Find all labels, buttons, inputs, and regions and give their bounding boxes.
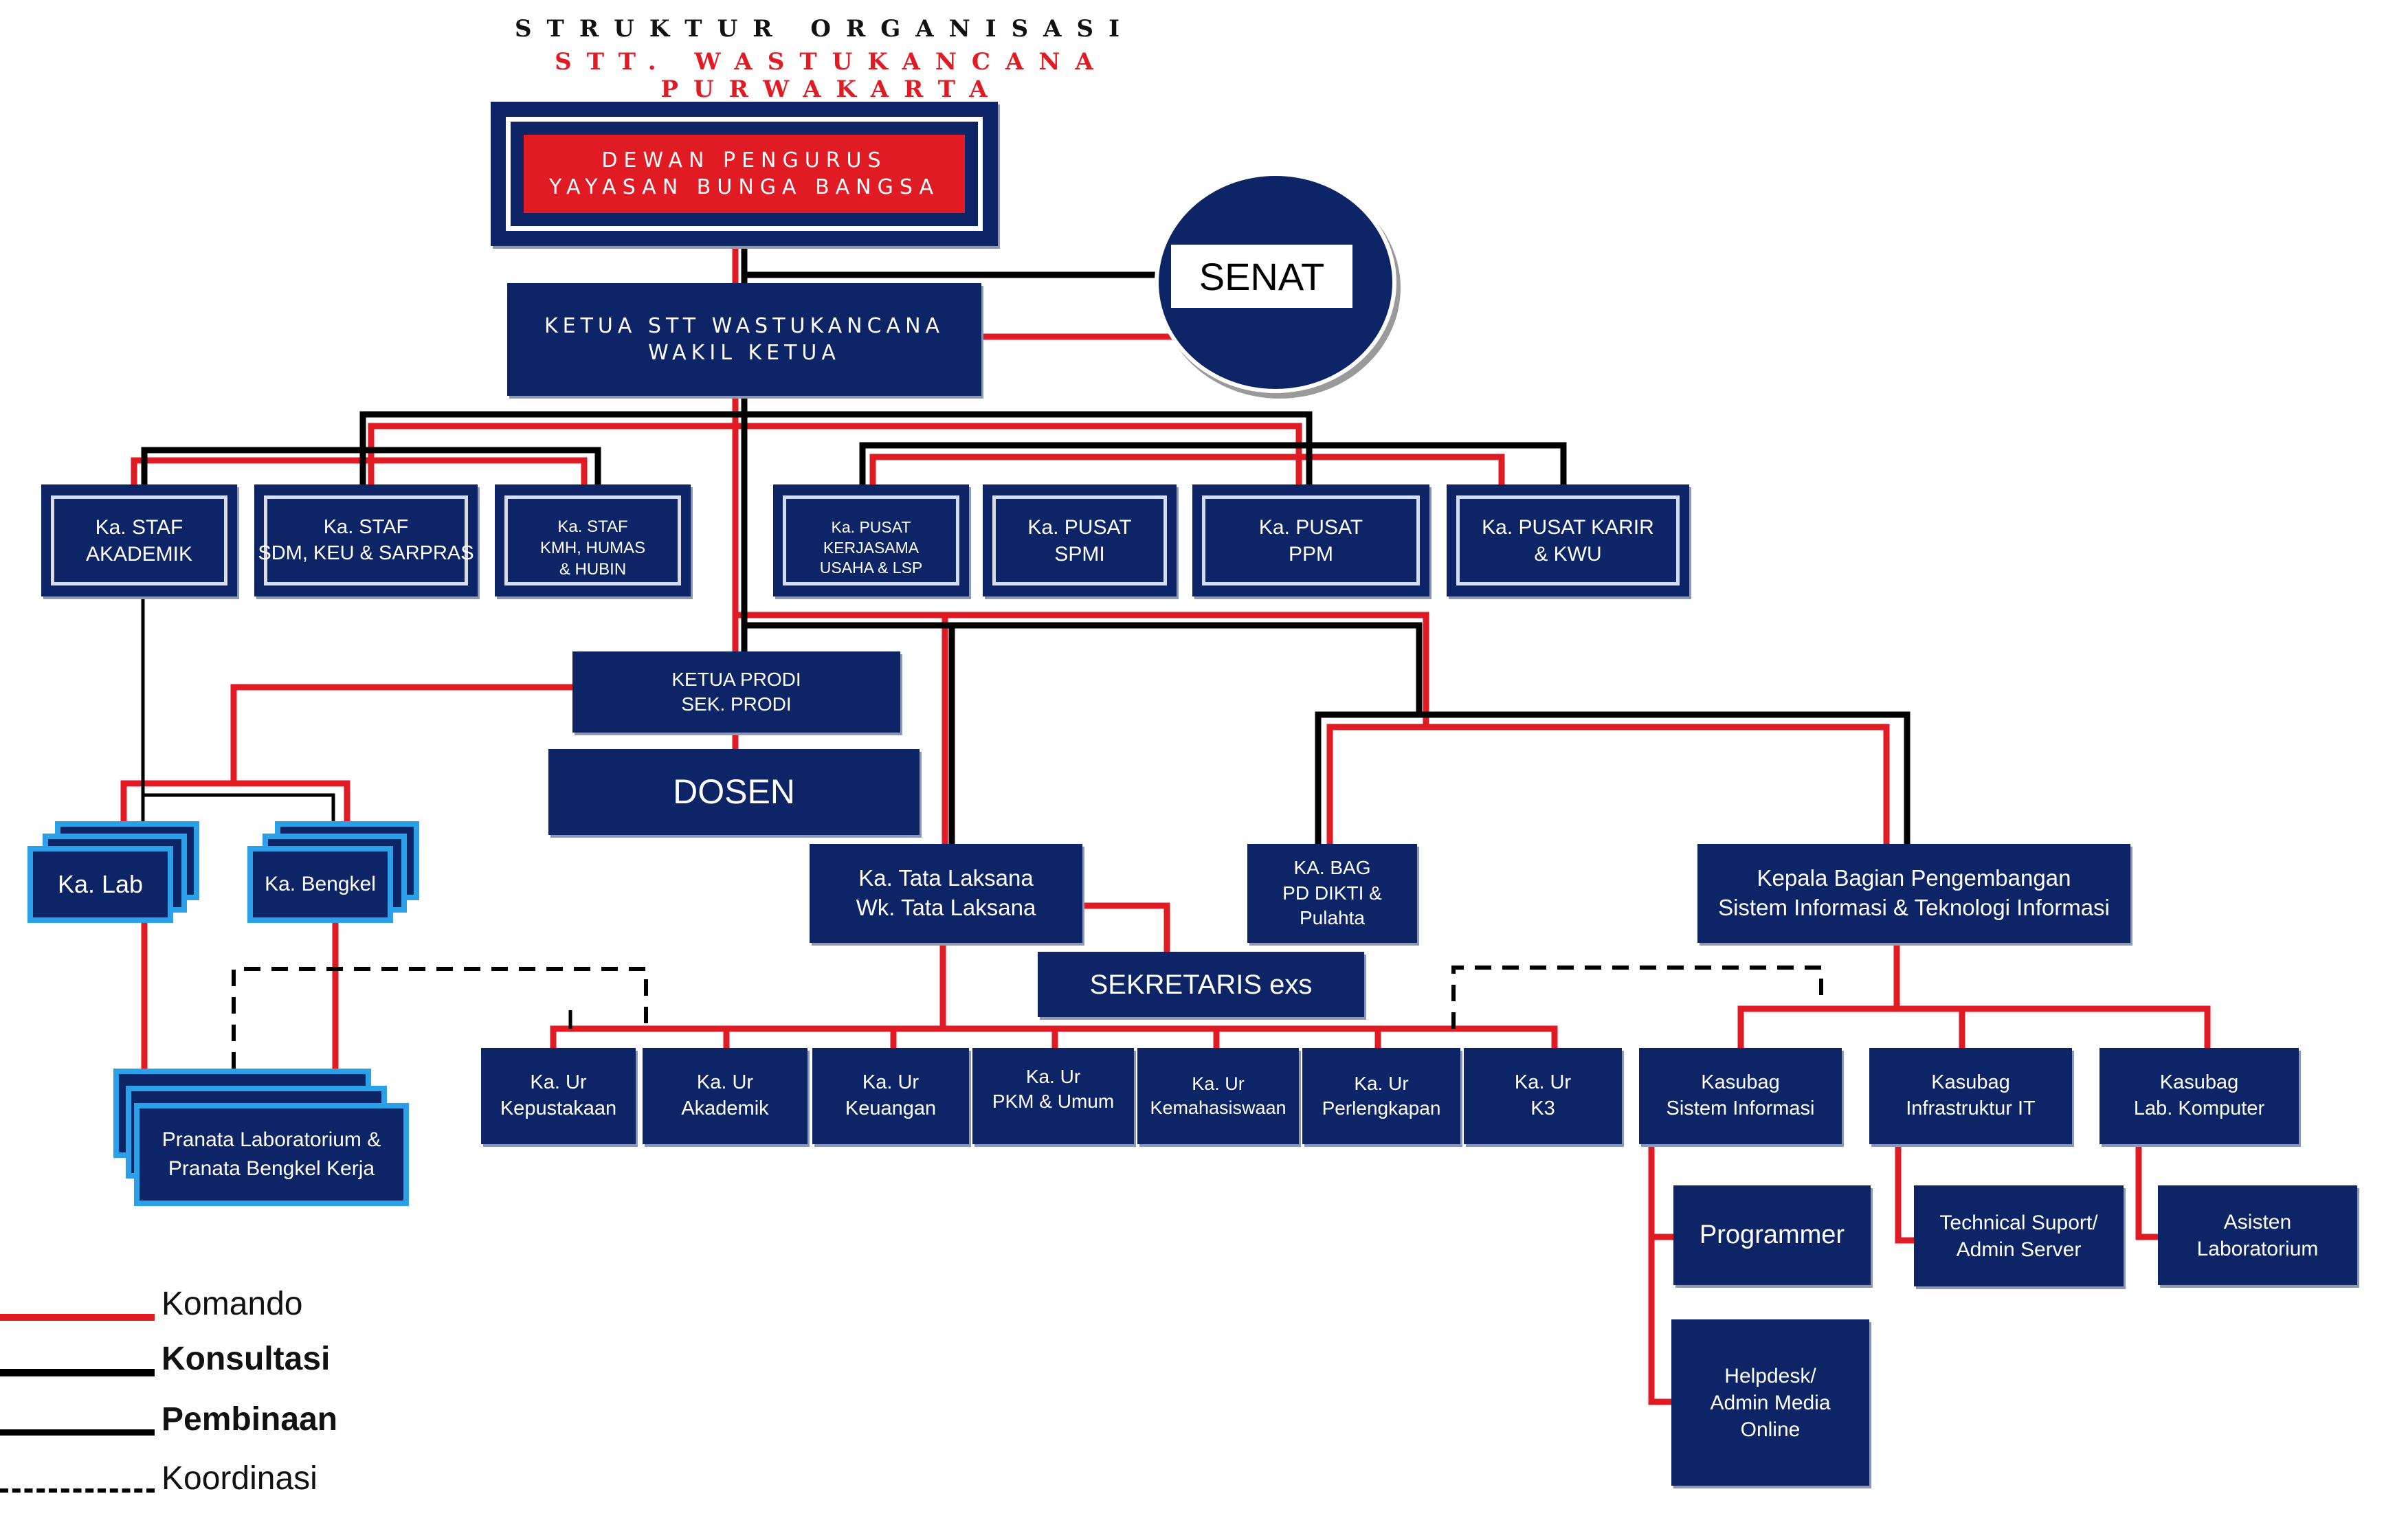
legend-item-komando: Komando [0, 1278, 385, 1333]
node-ka-ur-kepustakaan: Ka. Ur Kepustakaan [481, 1048, 636, 1144]
node-label: Ka. STAF AKADEMIK [85, 515, 193, 566]
node-label: Ka. Ur PKM & Umum [992, 1065, 1115, 1112]
legend-label: Komando [161, 1286, 303, 1322]
legend-label: Koordinasi [161, 1460, 318, 1497]
node-ka-ur-keuangan: Ka. Ur Keuangan [812, 1048, 969, 1144]
node-label: Ka. PUSAT PPM [1258, 515, 1363, 566]
node-label: Helpdesk/ Admin Media Online [1710, 1364, 1831, 1441]
node-ka-bengkel: Ka. Bengkel [247, 821, 419, 924]
node-label: Kasubag Lab. Komputer [2133, 1071, 2265, 1119]
node-ketua: KETUA STT WASTUKANCANA WAKIL KETUA [507, 283, 981, 396]
node-label: Technical Suport/ Admin Server [1939, 1211, 2098, 1261]
node-label: Ka. PUSAT SPMI [1027, 515, 1132, 566]
node-label: Ka. Ur K3 [1514, 1071, 1572, 1119]
legend-swatch-komando [0, 1314, 155, 1321]
node-label: Ka. STAF SDM, KEU & SARPRAS [258, 515, 474, 564]
node-ka-ur-pkm: Ka. Ur PKM & Umum [972, 1048, 1134, 1144]
node-label: KETUA STT WASTUKANCANA WAKIL KETUA [544, 314, 945, 365]
node-programmer: Programmer [1673, 1185, 1871, 1285]
node-ka-ur-k3: Ka. Ur K3 [1464, 1048, 1622, 1144]
node-tata-laksana: Ka. Tata Laksana Wk. Tata Laksana [810, 844, 1082, 943]
node-label: Ka. Ur Perlengkapan [1322, 1072, 1441, 1119]
node-pranata: Pranata Laboratorium & Pranata Bengkel K… [113, 1069, 409, 1206]
node-label: Ka. Ur Akademik [681, 1071, 769, 1119]
legend-swatch-konsultasi [0, 1369, 155, 1376]
node-label: DOSEN [673, 772, 795, 811]
legend-swatch-pembinaan [0, 1429, 155, 1436]
node-label: Ka. Bengkel [265, 873, 376, 895]
pembinaan-lines [141, 596, 572, 1029]
node-label: Ka. Ur Kepustakaan [500, 1071, 617, 1119]
node-ka-ur-perlengkapan: Ka. Ur Perlengkapan [1302, 1048, 1460, 1144]
node-label: Ka. Tata Laksana Wk. Tata Laksana [856, 865, 1036, 920]
node-pusat-kerjasama: Ka. PUSAT KERJASAMA USAHA & LSP [773, 484, 969, 596]
legend-item-konsultasi: Konsultasi [0, 1336, 385, 1391]
node-kasubag-sistem-informasi: Kasubag Sistem Informasi [1639, 1048, 1842, 1144]
node-kasubag-lab-komputer: Kasubag Lab. Komputer [2099, 1048, 2299, 1144]
node-label: Kepala Bagian Pengembangan Sistem Inform… [1718, 865, 2110, 920]
node-tech-support: Technical Suport/ Admin Server [1914, 1185, 2124, 1286]
node-ketua-prodi: KETUA PRODI SEK. PRODI [572, 651, 900, 733]
node-label: Ka. PUSAT KARIR & KWU [1482, 515, 1654, 566]
node-label: Ka. Ur Keuangan [845, 1071, 937, 1119]
node-label: Kasubag Infrastruktur IT [1906, 1071, 2036, 1119]
node-ka-bag-pddikti: KA. BAG PD DIKTI & Pulahta [1247, 844, 1417, 943]
node-ka-ur-kemahasiswaan: Ka. Ur Kemahasiswaan [1137, 1048, 1299, 1144]
node-label: DEWAN PENGURUS YAYASAN BUNGA BANGSA [548, 148, 939, 199]
node-label: KA. BAG PD DIKTI & Pulahta [1282, 857, 1382, 929]
komando-lines [120, 246, 2211, 1405]
node-label: Asisten Laboratorium [2196, 1210, 2319, 1260]
koordinasi-lines [232, 966, 1823, 1069]
node-label: Kasubag Sistem Informasi [1666, 1071, 1815, 1119]
node-pusat-ppm: Ka. PUSAT PPM [1192, 484, 1429, 596]
node-asisten-lab: Asisten Laboratorium [2158, 1185, 2357, 1285]
chart-subtitle: STT. WASTUKANCANA PURWAKARTA [555, 48, 1109, 103]
node-label: Pranata Laboratorium & Pranata Bengkel K… [161, 1128, 381, 1180]
node-pusat-karir: Ka. PUSAT KARIR & KWU [1447, 484, 1689, 596]
node-ka-ur-akademik: Ka. Ur Akademik [643, 1048, 807, 1144]
chart-title: STRUKTUR ORGANISASI [514, 15, 1135, 43]
node-senat: SENAT [1168, 242, 1355, 311]
node-dewan-pengurus: DEWAN PENGURUS YAYASAN BUNGA BANGSA [491, 102, 998, 246]
node-pusat-spmi: Ka. PUSAT SPMI [983, 484, 1177, 596]
node-sekretaris: SEKRETARIS exs [1038, 952, 1364, 1017]
node-label: SENAT [1199, 254, 1325, 298]
node-kabag-sisti: Kepala Bagian Pengembangan Sistem Inform… [1697, 844, 2130, 943]
node-kasubag-infrastruktur: Kasubag Infrastruktur IT [1869, 1048, 2072, 1144]
konsultasi-lines [141, 246, 1911, 844]
node-helpdesk: Helpdesk/ Admin Media Online [1671, 1319, 1869, 1486]
legend-swatch-koordinasi [0, 1488, 155, 1493]
node-staf-akademik: Ka. STAF AKADEMIK [41, 484, 237, 596]
node-staf-kmh: Ka. STAF KMH, HUMAS & HUBIN [495, 484, 691, 596]
node-dosen: DOSEN [548, 749, 920, 835]
node-label: Ka. PUSAT KERJASAMA USAHA & LSP [819, 517, 923, 577]
node-label: KETUA PRODI SEK. PRODI [671, 668, 801, 715]
node-ka-lab: Ka. Lab [27, 821, 199, 924]
legend-item-koordinasi: Koordinasi [0, 1455, 385, 1510]
node-label: Programmer [1699, 1220, 1845, 1249]
legend-item-pembinaan: Pembinaan [0, 1396, 385, 1451]
node-label: Ka. STAF KMH, HUMAS & HUBIN [539, 517, 646, 579]
legend-label: Pembinaan [161, 1401, 338, 1438]
node-label: Ka. Ur Kemahasiswaan [1150, 1073, 1286, 1118]
node-staf-sdm: Ka. STAF SDM, KEU & SARPRAS [254, 484, 478, 596]
node-label: Ka. Lab [57, 870, 144, 898]
legend-label: Konsultasi [161, 1341, 331, 1377]
node-label: SEKRETARIS exs [1089, 969, 1313, 1000]
